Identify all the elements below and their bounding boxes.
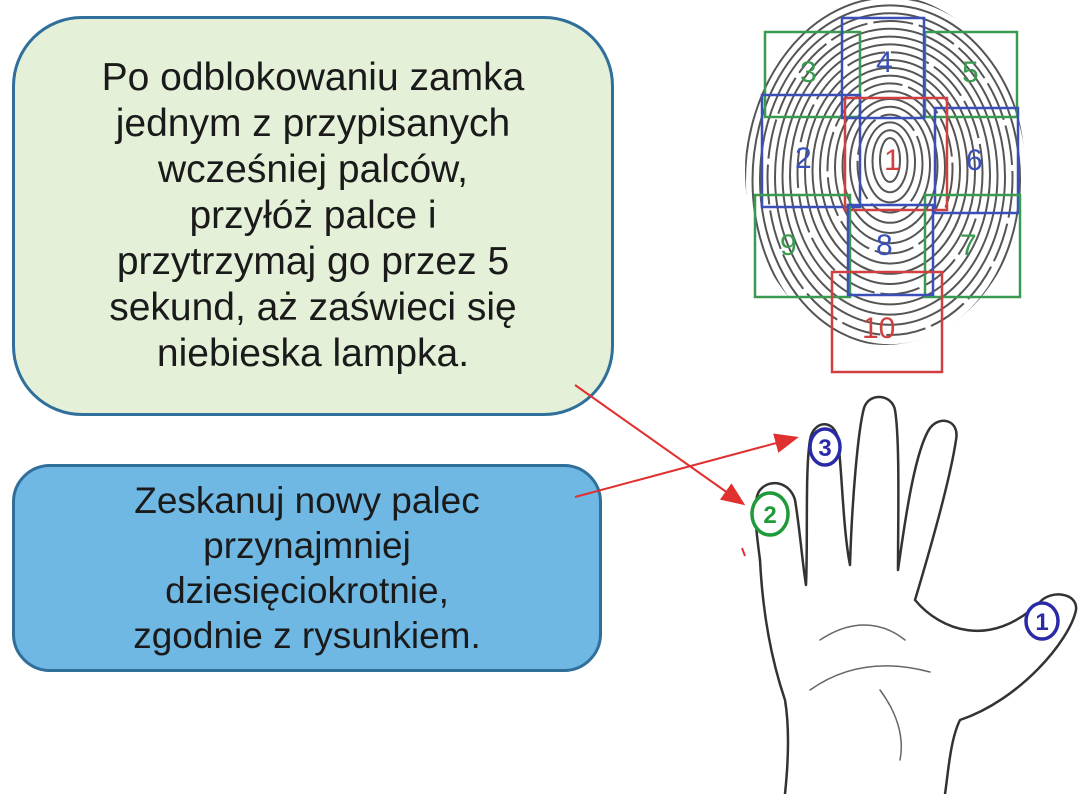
zone-label-4: 4 (876, 46, 893, 79)
fingerprint-ridge (759, 12, 1021, 345)
fingerprint-ridge (819, 74, 961, 265)
finger-label-1: 1 (1035, 609, 1048, 636)
zone-label-7: 7 (960, 229, 977, 262)
fingerprint-ridge (826, 82, 954, 255)
fingerprint-ridge (766, 20, 1014, 336)
zone-rect-3 (763, 30, 862, 119)
fingerprint-ridge (856, 113, 924, 214)
zone-rect-9 (753, 193, 852, 299)
zone-rect-6 (933, 106, 1020, 215)
fingerprint-ridge (879, 137, 901, 183)
fingerprint-ridge (849, 105, 931, 224)
fingerprint-ridge (804, 59, 976, 285)
zone-rect-10 (830, 270, 944, 374)
zone-label-6: 6 (966, 144, 983, 177)
hand-icon (754, 395, 1078, 794)
instruction-text: Po odblokowaniu zamka jednym z przypisan… (101, 56, 525, 375)
arrow-to-finger-3 (574, 433, 799, 498)
zone-rect-2 (760, 93, 862, 209)
zone-rect-1 (843, 96, 949, 212)
zone-label-10: 10 (862, 312, 895, 345)
fingerprint-ridge (781, 35, 999, 316)
fingerprint-ridge (774, 27, 1006, 326)
fingerprint-ridge (789, 43, 991, 306)
zone-label-2: 2 (795, 142, 812, 175)
zone-rect-4 (840, 16, 926, 120)
fingerprint-ridge (871, 129, 909, 194)
zone-label-9: 9 (780, 229, 797, 262)
arrow-to-finger-2 (574, 384, 746, 506)
finger-label-2: 2 (763, 502, 776, 529)
zone-rect-7 (923, 193, 1022, 299)
zone-label-5: 5 (962, 56, 979, 89)
zone-label-8: 8 (876, 229, 893, 262)
zone-label-1: 1 (884, 144, 901, 177)
scan-instruction-text: Zeskanuj nowy palec przynajmniej dziesię… (133, 480, 481, 656)
zone-label-3: 3 (800, 56, 817, 89)
finger-label-3: 3 (818, 435, 831, 462)
finger-marker-2: 2 (750, 491, 790, 537)
finger-marker-3: 3 (808, 427, 842, 467)
instruction-box: Po odblokowaniu zamka jednym z przypisan… (12, 16, 614, 416)
fingerprint-ridge (864, 121, 916, 204)
fingerprint-ridge (811, 66, 969, 275)
fingerprint-ridge (834, 90, 946, 245)
fingerprint-ridge (751, 4, 1025, 345)
arrow-tick (741, 547, 746, 557)
finger-marker-1: 1 (1024, 601, 1060, 641)
zone-rect-8 (846, 203, 935, 297)
scan-instruction-box: Zeskanuj nowy palec przynajmniej dziesię… (12, 464, 602, 672)
